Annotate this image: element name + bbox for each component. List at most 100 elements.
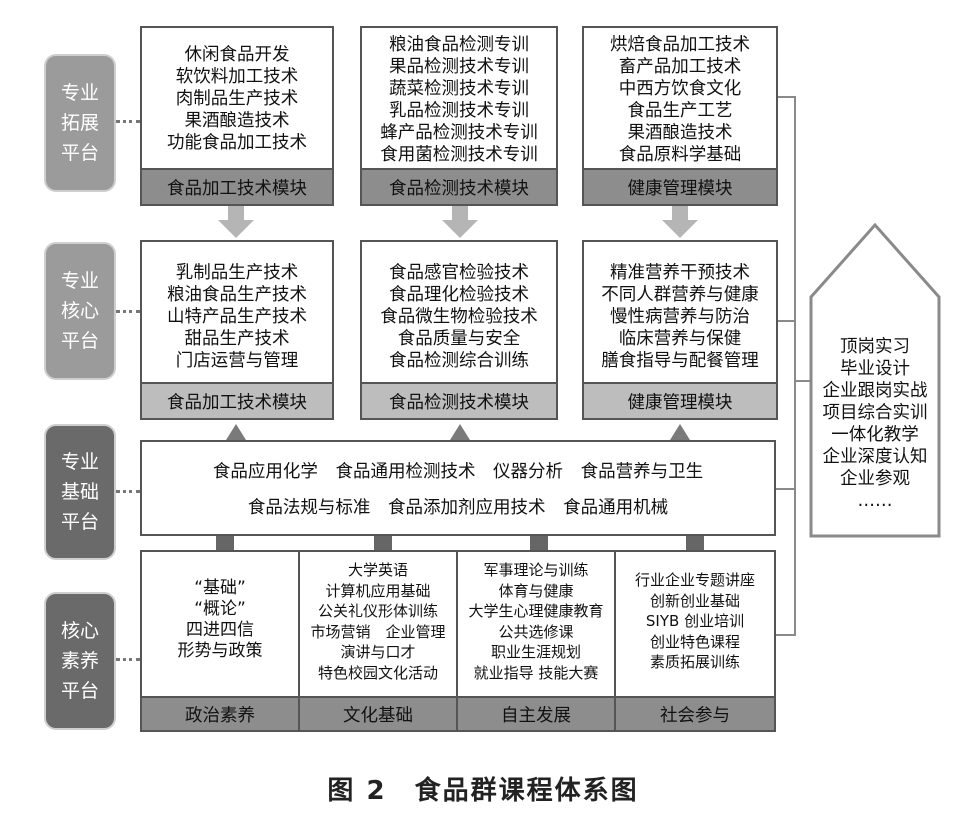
course-item: 果品检测技术专训 [389,57,529,77]
practice-item: 毕业设计 [840,359,910,379]
course-item: 公共选修课 [498,622,574,641]
course-item: 体育与健康 [498,581,574,600]
course-item: 烘焙食品加工技术 [610,35,750,55]
down-arrows [218,206,698,238]
connector-dots [116,658,140,661]
course-item: 仪器分析 [493,462,564,482]
practice-item: 一体化教学 [831,425,919,445]
course-item: 门店运营与管理 [175,351,299,371]
course-item: “基础” [194,578,246,598]
quality-col-social: 行业企业专题讲座 创新创业基础 SIYB 创业培训 创业特色课程 素质拓展训练 … [616,552,774,730]
practice-list: 顶岗实习 毕业设计 企业跟岗实战 项目综合实训 一体化教学 企业深度认知 企业参… [812,336,938,512]
practice-item: 企业参观 [840,469,910,489]
course-item: 临床营养与保健 [618,329,742,349]
course-item: 大学英语 [347,561,408,579]
module-title: 文化基础 [300,696,456,730]
course-item: 山特产品生产技术 [167,307,307,327]
connector-dots [116,490,140,493]
module-title: 食品检测技术模块 [362,382,556,418]
course-item: 休闲食品开发 [184,45,290,65]
platform-quality: 核心 素养 平台 [44,592,116,730]
course-item: 食品法规与标准 [247,498,371,518]
course-item: 果酒酿造技术 [184,111,290,131]
course-item: 四进四信 [186,620,254,640]
course-item: 食品添加剂应用技术 [388,498,546,518]
course-item: 食品应用化学 [212,462,318,482]
course-item: 粮油食品生产技术 [167,285,307,305]
course-item: 大学生心理健康教育 [468,602,604,620]
platform-core: 专业 核心 平台 [44,242,116,380]
figure-caption: 图 2 食品群课程体系图 [327,776,639,806]
course-item: 食品感官检验技术 [389,263,529,283]
quality-col-politics: “基础” “概论” 四进四信 形势与政策 政治素养 [142,552,300,730]
expand-module-testing: 粮油食品检测专训 果品检测技术专训 蔬菜检测技术专训 乳品检测技术专训 蜂产品检… [360,26,558,206]
course-item: 特色校园文化活动 [317,663,438,682]
course-item: 军事理论与训练 [483,561,589,579]
course-item: 粮油食品检测专训 [389,35,529,55]
expand-module-processing: 休闲食品开发 软饮料加工技术 肉制品生产技术 果酒酿造技术 功能食品加工技术 食… [140,26,334,206]
practice-item: 企业跟岗实战 [822,381,928,401]
course-item: 创业特色课程 [649,632,740,651]
basic-platform-box: 食品应用化学 食品通用检测技术 仪器分析 食品营养与卫生 食品法规与标准 食品添… [140,440,776,536]
connector-dots [116,120,140,123]
course-item: 中西方饮食文化 [618,79,742,99]
practice-item: …… [857,491,893,511]
course-item: 食品微生物检验技术 [380,307,538,327]
course-item: 软饮料加工技术 [175,67,299,87]
course-item: 食品营养与卫生 [580,462,704,482]
course-item: 就业指导 技能大赛 [473,663,599,682]
platform-expand: 专业 拓展 平台 [44,54,116,192]
expand-module-health: 烘焙食品加工技术 畜产品加工技术 中西方饮食文化 食品生产工艺 果酒酿造技术 食… [582,26,778,206]
up-arrows [226,424,690,440]
course-item: 食品质量与安全 [397,329,521,349]
module-title: 食品加工技术模块 [142,382,332,418]
course-item: 食品原料学基础 [618,145,742,165]
course-item: 食用菌检测技术专训 [380,145,538,165]
module-title: 健康管理模块 [584,382,776,418]
course-item: 公关礼仪形体训练 [317,602,438,620]
course-item: 肉制品生产技术 [175,89,299,109]
connector-line [794,380,810,382]
quality-col-culture: 大学英语 计算机应用基础 公关礼仪形体训练 市场营销 企业管理 演讲与口才 特色… [300,552,458,730]
course-item: 食品通用机械 [563,498,669,518]
connector-bar [216,536,234,550]
course-item: 膳食指导与配餐管理 [601,351,759,371]
course-item: 乳品检测技术专训 [389,101,529,121]
module-title: 政治素养 [142,696,298,730]
course-item: 形势与政策 [177,641,263,661]
course-item: 计算机应用基础 [325,581,431,600]
platform-basic: 专业 基础 平台 [44,424,116,560]
connector-bar [374,536,392,550]
course-item: 职业生涯规划 [490,643,581,661]
course-item: 食品通用检测技术 [335,462,476,482]
practice-item: 顶岗实习 [840,337,910,357]
connector-dots [116,310,140,313]
practice-item: 企业深度认知 [822,447,928,467]
module-title: 健康管理模块 [584,168,776,204]
course-item: 素质拓展训练 [649,653,740,671]
connector-bar [686,536,704,550]
course-item: 慢性病营养与防治 [610,307,750,327]
connector-line [776,488,796,490]
module-title: 食品加工技术模块 [142,168,332,204]
quality-col-development: 军事理论与训练 体育与健康 大学生心理健康教育 公共选修课 职业生涯规划 就业指… [458,552,616,730]
course-item: 食品理化检验技术 [389,285,529,305]
course-item: 不同人群营养与健康 [601,285,759,305]
module-title: 自主发展 [458,696,614,730]
course-item: 蔬菜检测技术专训 [389,79,529,99]
module-title: 食品检测技术模块 [362,168,556,204]
connector-line [776,634,796,636]
connector-line [778,320,796,322]
course-item: 食品检测综合训练 [389,351,529,371]
course-item: 食品生产工艺 [627,101,733,121]
course-item: 精准营养干预技术 [610,263,750,283]
course-item: “概论” [194,599,246,619]
course-item: 行业企业专题讲座 [634,571,755,589]
core-module-testing: 食品感官检验技术 食品理化检验技术 食品微生物检验技术 食品质量与安全 食品检测… [360,240,558,420]
quality-platform-box: “基础” “概论” 四进四信 形势与政策 政治素养 大学英语 计算机应用基础 公… [140,550,776,732]
course-item: 果酒酿造技术 [627,123,733,143]
practice-item: 项目综合实训 [822,403,928,423]
course-item: 市场营销 企业管理 [310,622,446,641]
course-item: 功能食品加工技术 [167,133,307,153]
module-title: 社会参与 [616,696,774,730]
